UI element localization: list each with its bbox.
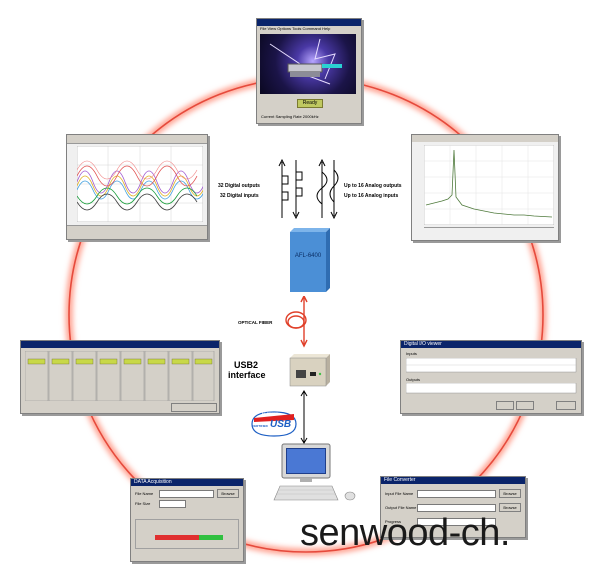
digital-outputs-label: 32 Digital outputs — [218, 183, 260, 189]
usb-cable-arrow — [300, 390, 308, 444]
digital-inputs-label: 32 Digital inputs — [220, 193, 259, 199]
channel-grid — [24, 350, 215, 402]
watermark-text: senwood-ch. — [300, 512, 510, 554]
afl-6400-label: AFL-6400 — [294, 253, 322, 259]
analog-inputs-label: Up to 16 Analog inputs — [344, 193, 399, 199]
progress-bar-red — [155, 535, 199, 540]
output-file-label: Output File Name — [385, 505, 417, 510]
signal-arrows — [278, 158, 339, 220]
progress-bar-green — [199, 535, 223, 540]
output-browse-button[interactable]: Browse — [499, 503, 521, 512]
window-titlebar — [257, 19, 361, 26]
usb-logo-certified: CERTIFIED — [252, 424, 268, 428]
app-main-window: File View Options Tools Command Help Rea… — [256, 18, 362, 124]
menu-bar: File View Options Tools Command Help — [260, 26, 331, 31]
input-browse-button[interactable]: Browse — [499, 489, 521, 498]
input-bits — [406, 358, 577, 373]
pc-computer-icon — [273, 443, 356, 501]
digital-io-button[interactable] — [516, 401, 534, 410]
spectrum-plot — [424, 145, 554, 225]
input-file-field[interactable] — [417, 490, 496, 498]
waveform-window — [66, 134, 208, 240]
status-ready: Ready — [297, 99, 323, 108]
usb2-label-line2: interface — [228, 370, 266, 380]
optical-fiber-link — [285, 296, 308, 348]
analog-outputs-label: Up to 16 Analog outputs — [344, 183, 402, 189]
progress-label: Progress — [385, 519, 402, 524]
file-converter-window: File Converter Input File Name Browse Ou… — [380, 476, 526, 538]
usb-interface-device — [289, 354, 330, 387]
input-file-label: Input File Name — [385, 491, 414, 496]
file-name-label: File Name — [135, 491, 154, 496]
waveform-plot — [77, 146, 203, 222]
file-size-label: File Size — [135, 501, 151, 506]
outputs-label: Outputs — [406, 377, 421, 382]
usb-logo-text: USB — [270, 419, 292, 430]
usb-certified-logo — [251, 411, 297, 437]
usb2-label-line1: USB2 — [234, 360, 259, 370]
window-titlebar: Digital I/O viewer — [401, 341, 581, 348]
digital-io-button[interactable] — [556, 401, 576, 410]
afl-6400-box — [290, 228, 330, 292]
progress-field — [417, 518, 496, 526]
waveform-controls — [67, 225, 207, 239]
output-file-field[interactable] — [417, 504, 496, 512]
optical-fiber-label: OPTICAL FIBER — [238, 320, 273, 325]
window-titlebar: DATA Acquisition — [131, 479, 243, 486]
window-titlebar — [412, 135, 558, 142]
file-size-input[interactable] — [159, 500, 186, 508]
data-acquisition-window: DATA Acquisition File Name Browse File S… — [130, 478, 244, 562]
spectrum-window — [411, 134, 559, 241]
bottom-buttons — [171, 403, 217, 412]
usb-logo-hispeed: HI-SPEED — [262, 412, 279, 416]
analog-channels-window — [20, 340, 220, 414]
inputs-label: Inputs — [406, 351, 417, 356]
spectrum-axis — [424, 227, 554, 228]
window-titlebar — [21, 341, 219, 348]
window-titlebar: File Converter — [381, 477, 525, 484]
digital-io-button[interactable] — [496, 401, 514, 410]
waveform-toolbar — [67, 135, 207, 144]
file-name-input[interactable] — [159, 490, 214, 498]
splash-image — [260, 34, 356, 94]
status-bar: Current Sampling Rate 2000kHz — [261, 114, 319, 119]
digital-io-window: Digital I/O viewer Inputs Outputs — [400, 340, 582, 414]
browse-button[interactable]: Browse — [217, 489, 239, 498]
progress-group — [135, 519, 239, 549]
output-bits — [406, 383, 577, 394]
